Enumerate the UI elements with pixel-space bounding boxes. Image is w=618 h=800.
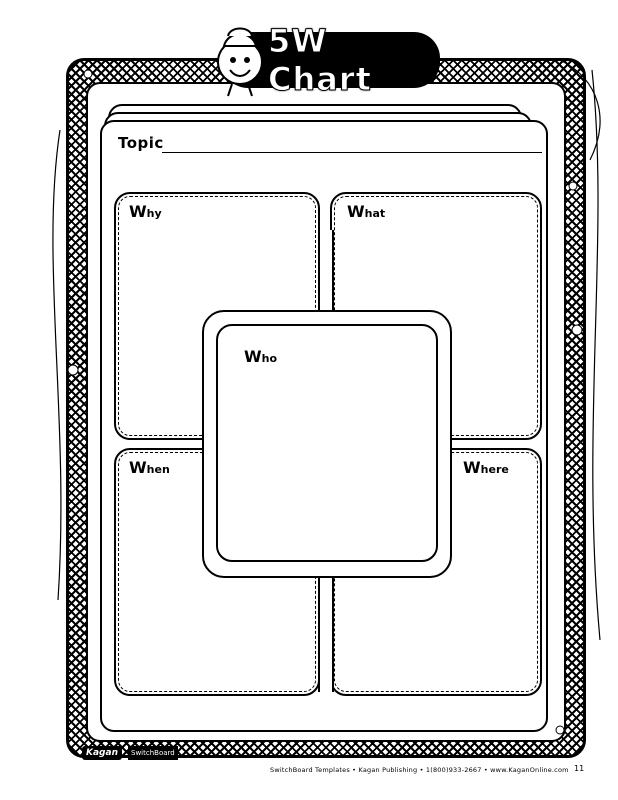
why-label: Why — [129, 202, 162, 221]
mascot-icon — [217, 27, 263, 97]
topic-row: Topic — [118, 134, 542, 158]
what-rest: hat — [364, 207, 386, 220]
connector-top — [318, 230, 334, 320]
kagan-logo: Kagan — [82, 746, 122, 760]
what-label: What — [347, 202, 386, 221]
who-box[interactable]: Who — [216, 324, 438, 562]
topic-write-line[interactable] — [162, 152, 542, 153]
footer-credit: SwitchBoard Templates • Kagan Publishing… — [270, 766, 569, 774]
page-title: 5W Chart — [268, 22, 372, 99]
why-initial: W — [129, 202, 147, 221]
where-label: Where — [463, 458, 509, 477]
why-rest: hy — [146, 207, 162, 220]
connector-bottom — [318, 568, 334, 692]
when-label: When — [129, 458, 170, 477]
what-initial: W — [347, 202, 365, 221]
when-rest: hen — [146, 463, 170, 476]
who-label: Who — [244, 347, 278, 366]
when-initial: W — [129, 458, 147, 477]
topic-label: Topic — [118, 134, 164, 152]
where-initial: W — [463, 458, 481, 477]
where-rest: here — [480, 463, 509, 476]
switchboard-tag: SwitchBoard — [128, 746, 178, 760]
who-rest: ho — [261, 352, 278, 365]
who-initial: W — [244, 347, 262, 366]
page-number: 11 — [574, 764, 585, 773]
